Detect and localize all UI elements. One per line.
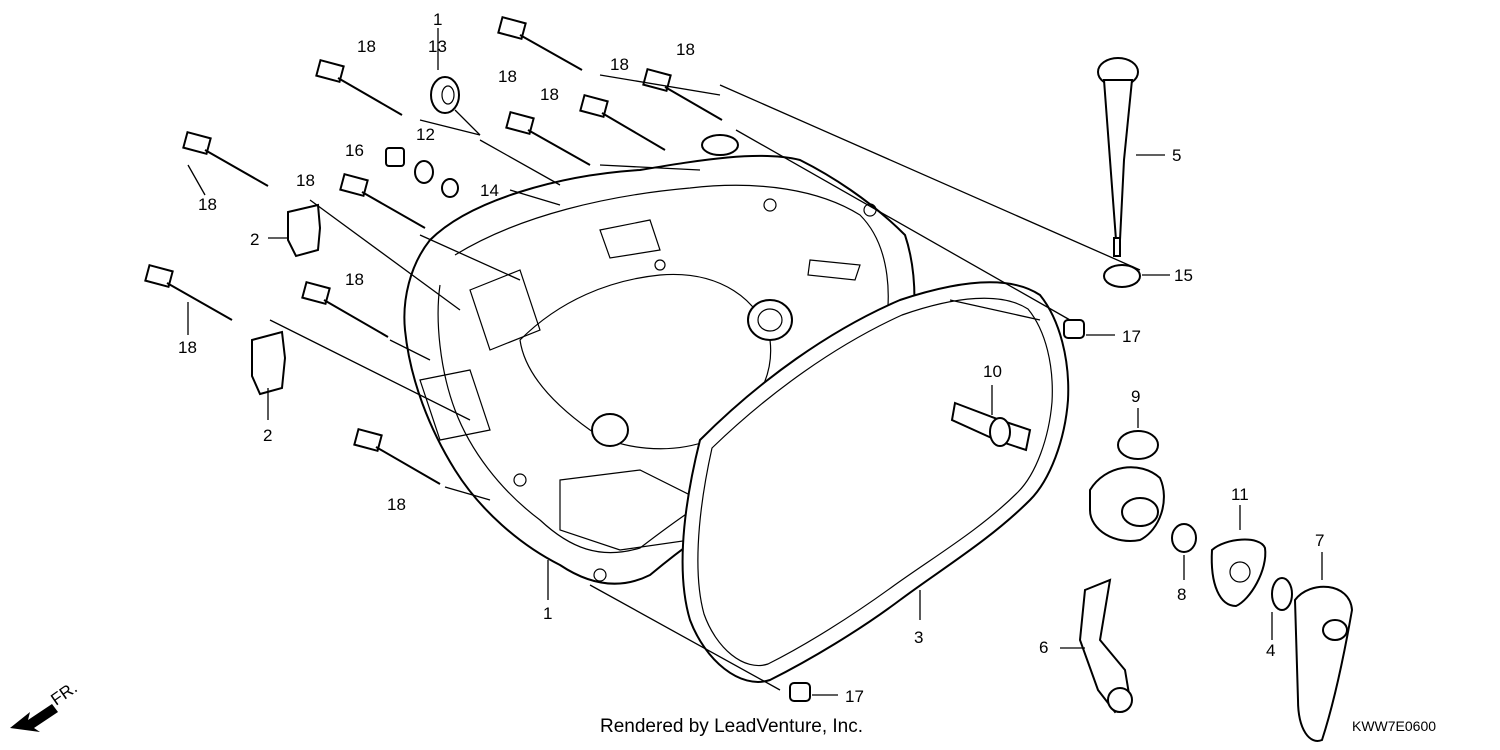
callout-18: 18 xyxy=(345,270,364,289)
bolt-18-c xyxy=(642,67,723,121)
callout-18: 18 xyxy=(498,67,517,86)
callout-4: 4 xyxy=(1266,641,1275,660)
callout-5: 5 xyxy=(1172,146,1181,165)
callout-18: 18 xyxy=(296,171,315,190)
callout-13: 13 xyxy=(428,37,447,56)
oil-dipstick-5 xyxy=(1097,57,1139,257)
callout-16: 16 xyxy=(345,141,364,160)
callout-labels: 1 13 18 18 18 18 18 16 12 14 18 18 2 18 … xyxy=(178,10,1324,706)
part-9-cam xyxy=(1089,430,1165,542)
callout-18: 18 xyxy=(178,338,197,357)
callout-17: 17 xyxy=(1122,327,1141,346)
bolt-18-g xyxy=(339,172,426,229)
clamp-2-top xyxy=(287,203,322,258)
front-direction-arrow: FR. xyxy=(10,678,81,732)
callout-3: 3 xyxy=(914,628,923,647)
clamp-2-bot xyxy=(251,330,287,396)
lever-7 xyxy=(1293,585,1354,742)
callout-15: 15 xyxy=(1174,266,1193,285)
callout-18: 18 xyxy=(610,55,629,74)
bolt-18-h xyxy=(144,263,233,321)
callout-9: 9 xyxy=(1131,387,1140,406)
callout-8: 8 xyxy=(1177,585,1186,604)
bolt-18-d xyxy=(579,93,666,151)
bolt-18-a xyxy=(497,15,583,71)
bolt-18-e xyxy=(505,110,591,166)
callout-14: 14 xyxy=(480,181,499,200)
o-ring-14 xyxy=(441,178,459,198)
callout-18: 18 xyxy=(198,195,217,214)
render-credit: Rendered by LeadVenture, Inc. xyxy=(600,716,863,737)
plate-11 xyxy=(1210,538,1267,608)
bolt-18-b xyxy=(315,58,403,116)
nut-16 xyxy=(385,147,405,167)
callout-10: 10 xyxy=(983,362,1002,381)
o-ring-4 xyxy=(1271,577,1293,611)
callout-17: 17 xyxy=(845,687,864,706)
callout-2: 2 xyxy=(263,426,272,445)
callout-18: 18 xyxy=(357,37,376,56)
bolt-18-j xyxy=(353,427,441,485)
diagram-code: KWW7E0600 xyxy=(1352,718,1436,734)
bolt-18-f xyxy=(182,130,269,187)
callout-1: 1 xyxy=(543,604,552,623)
pivot-shaft-10 xyxy=(950,401,1032,452)
callout-11: 11 xyxy=(1231,485,1249,504)
callout-7: 7 xyxy=(1315,531,1324,550)
callout-18: 18 xyxy=(387,495,406,514)
oil-seal-13 xyxy=(430,76,460,114)
bolt-18-i xyxy=(301,280,389,338)
o-ring-15 xyxy=(1103,264,1141,288)
callout-1-top: 1 xyxy=(433,10,442,29)
spring-8 xyxy=(1171,523,1197,553)
dowel-17-top xyxy=(1063,319,1085,339)
callout-12: 12 xyxy=(416,125,435,144)
leader-lines xyxy=(187,28,1323,696)
callout-2: 2 xyxy=(250,230,259,249)
callout-6: 6 xyxy=(1039,638,1048,657)
arm-6 xyxy=(1078,578,1133,714)
callout-18: 18 xyxy=(540,85,559,104)
washer-12 xyxy=(414,160,434,184)
dowel-17-bot xyxy=(789,682,811,702)
cover-gasket xyxy=(681,281,1070,683)
callout-18: 18 xyxy=(676,40,695,59)
